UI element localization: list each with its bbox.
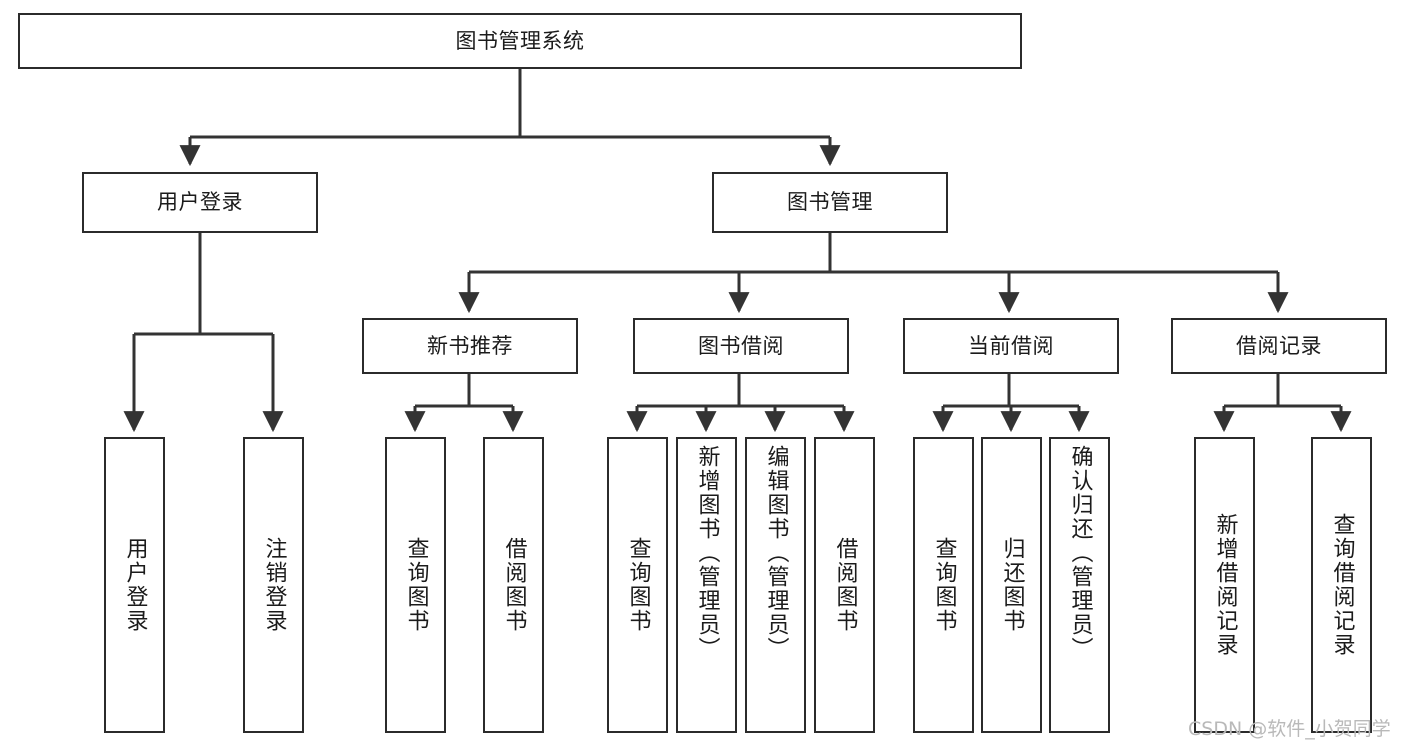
node-book-management[interactable]: 图书管理 bbox=[712, 172, 948, 233]
node-label: 归还图书 bbox=[999, 537, 1025, 633]
csdn-watermark: CSDN @软件_小贺同学 bbox=[1188, 718, 1391, 740]
leaf-edit-book-admin[interactable]: 编辑图书（管理员） bbox=[745, 437, 806, 733]
node-label: 新书推荐 bbox=[427, 333, 513, 358]
leaf-query-book-current[interactable]: 查询图书 bbox=[913, 437, 974, 733]
node-label: 注销登录 bbox=[261, 537, 287, 633]
leaf-borrow-book[interactable]: 借阅图书 bbox=[814, 437, 875, 733]
node-label: 当前借阅 bbox=[968, 333, 1054, 358]
node-label: 借阅图书 bbox=[501, 537, 527, 633]
node-label: 查询图书 bbox=[403, 537, 429, 633]
leaf-return-book[interactable]: 归还图书 bbox=[981, 437, 1042, 733]
leaf-confirm-return-admin[interactable]: 确认归还（管理员） bbox=[1049, 437, 1110, 733]
node-label: 用户登录 bbox=[122, 537, 148, 633]
leaf-user-login[interactable]: 用户登录 bbox=[104, 437, 165, 733]
leaf-logout[interactable]: 注销登录 bbox=[243, 437, 304, 733]
node-label: 图书管理系统 bbox=[455, 28, 585, 53]
node-root-system[interactable]: 图书管理系统 bbox=[18, 13, 1022, 69]
node-label: 查询图书 bbox=[625, 537, 651, 633]
node-current-borrow[interactable]: 当前借阅 bbox=[903, 318, 1119, 374]
node-label: 借阅图书 bbox=[832, 537, 858, 633]
node-label: 编辑图书（管理员） bbox=[763, 445, 789, 661]
node-label: 新增借阅记录 bbox=[1212, 513, 1238, 657]
node-borrow-records[interactable]: 借阅记录 bbox=[1171, 318, 1387, 374]
leaf-query-book-recommend[interactable]: 查询图书 bbox=[385, 437, 446, 733]
node-label: 借阅记录 bbox=[1236, 333, 1322, 358]
node-user-login[interactable]: 用户登录 bbox=[82, 172, 318, 233]
node-label: 图书借阅 bbox=[698, 333, 784, 358]
node-label: 用户登录 bbox=[157, 190, 243, 215]
node-book-borrow[interactable]: 图书借阅 bbox=[633, 318, 849, 374]
node-new-book-recommend[interactable]: 新书推荐 bbox=[362, 318, 578, 374]
leaf-query-borrow-record[interactable]: 查询借阅记录 bbox=[1311, 437, 1372, 733]
leaf-add-borrow-record[interactable]: 新增借阅记录 bbox=[1194, 437, 1255, 733]
leaf-add-book-admin[interactable]: 新增图书（管理员） bbox=[676, 437, 737, 733]
leaf-borrow-book-recommend[interactable]: 借阅图书 bbox=[483, 437, 544, 733]
node-label: 查询图书 bbox=[931, 537, 957, 633]
leaf-query-book-borrow[interactable]: 查询图书 bbox=[607, 437, 668, 733]
node-label: 查询借阅记录 bbox=[1329, 513, 1355, 657]
node-label: 确认归还（管理员） bbox=[1067, 445, 1093, 661]
node-label: 图书管理 bbox=[787, 190, 873, 215]
node-label: 新增图书（管理员） bbox=[694, 445, 720, 661]
